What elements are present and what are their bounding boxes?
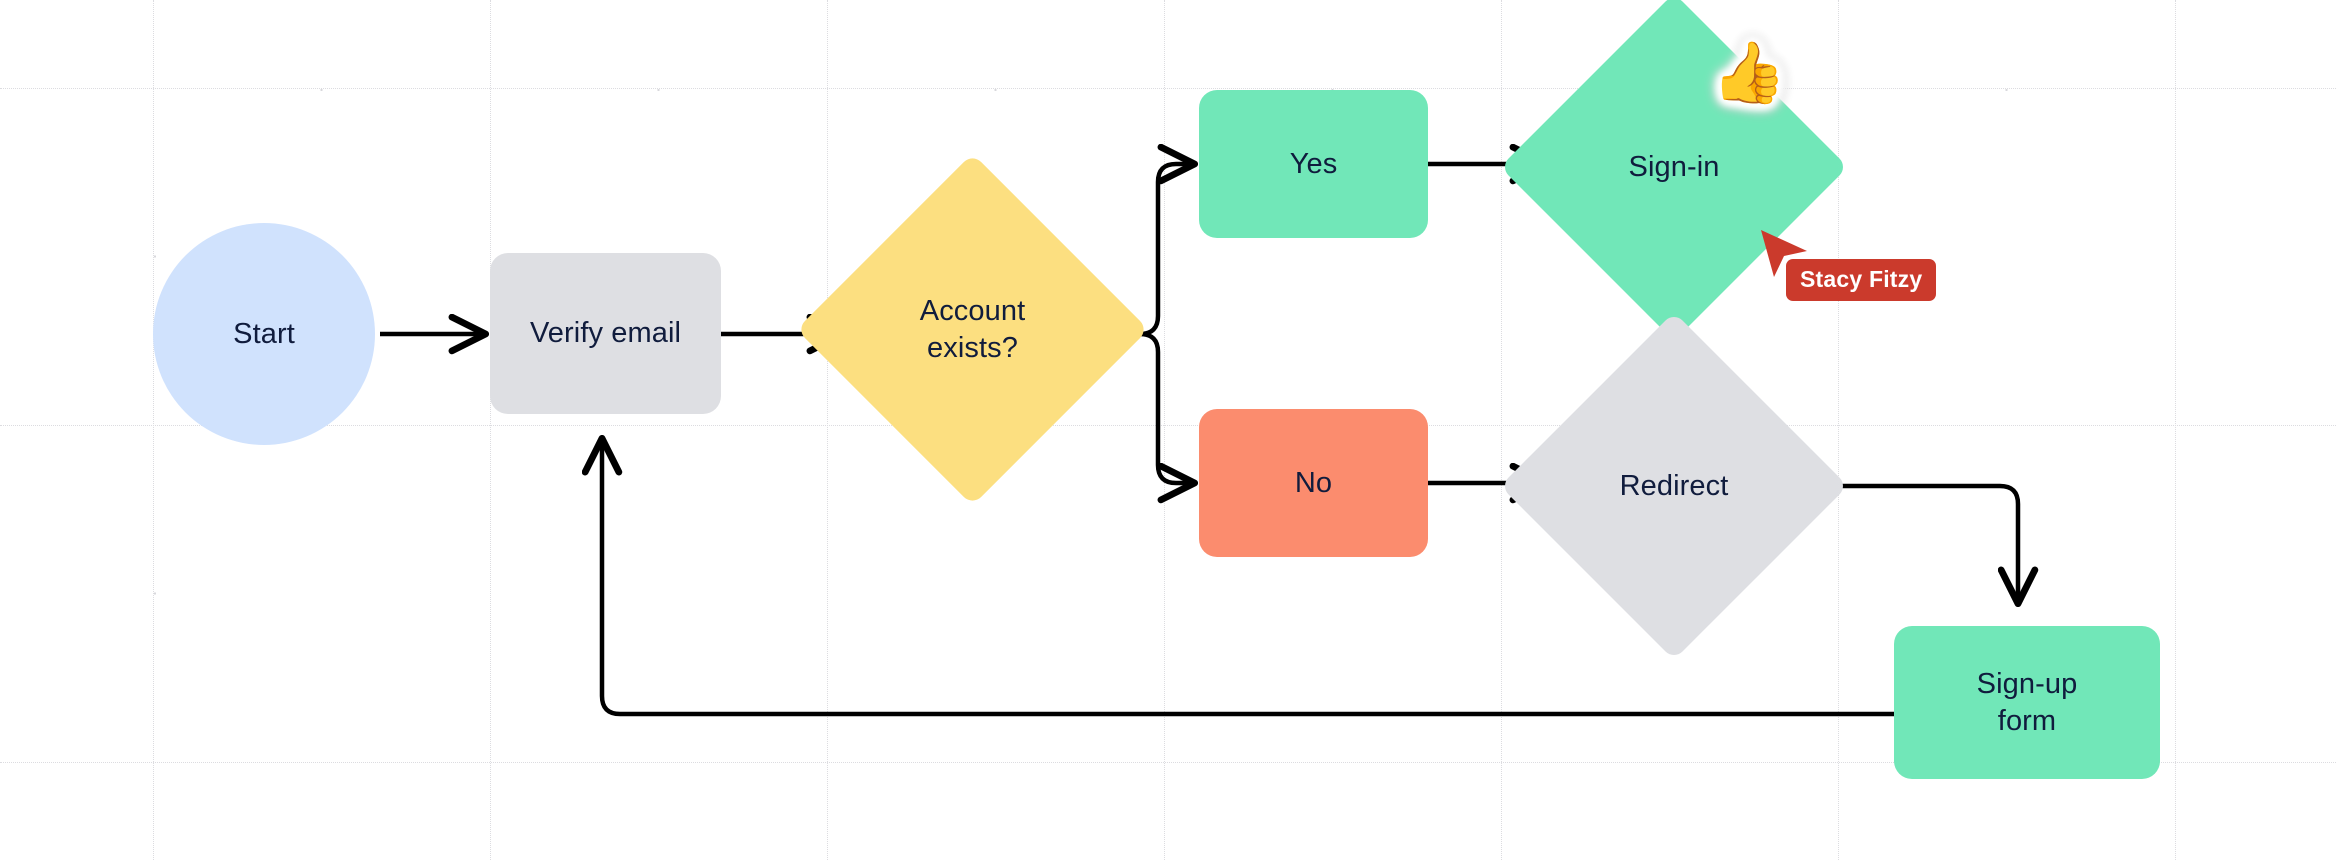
node-start[interactable]: Start [153, 223, 375, 445]
node-start-label: Start [233, 317, 295, 350]
edge-account-no [1097, 331, 1199, 504]
thumbs-up-icon[interactable]: 👍 [1706, 30, 1792, 116]
edge-redirect-signup [1797, 483, 2039, 608]
edge-signup-verify [581, 434, 1894, 717]
node-sign-up-form[interactable]: Sign-up form [1894, 626, 2160, 779]
node-no-label: No [1294, 466, 1333, 499]
node-yes[interactable]: Yes [1199, 90, 1428, 238]
cursor-pointer-icon [1761, 230, 1807, 277]
label-line: Sign-up [1976, 668, 2078, 701]
node-verify-email[interactable]: Verify email [490, 253, 721, 414]
node-sign-up-form-label: Sign-up form [1977, 666, 2078, 739]
label-line: form [1997, 704, 2057, 737]
remote-cursor: Stacy Fitzy [1757, 228, 2017, 301]
node-verify-email-label: Verify email [529, 317, 682, 350]
node-no[interactable]: No [1199, 409, 1428, 557]
node-account-exists[interactable]: Account exists? [796, 153, 1149, 506]
node-redirect[interactable]: Redirect [1500, 312, 1848, 660]
cursor-name-badge: Stacy Fitzy [1786, 259, 1937, 301]
node-yes-label: Yes [1289, 147, 1338, 180]
diamond-shape [796, 153, 1149, 506]
thumbs-up-glyph: 👍 [1711, 39, 1787, 106]
diamond-shape [1500, 312, 1848, 660]
